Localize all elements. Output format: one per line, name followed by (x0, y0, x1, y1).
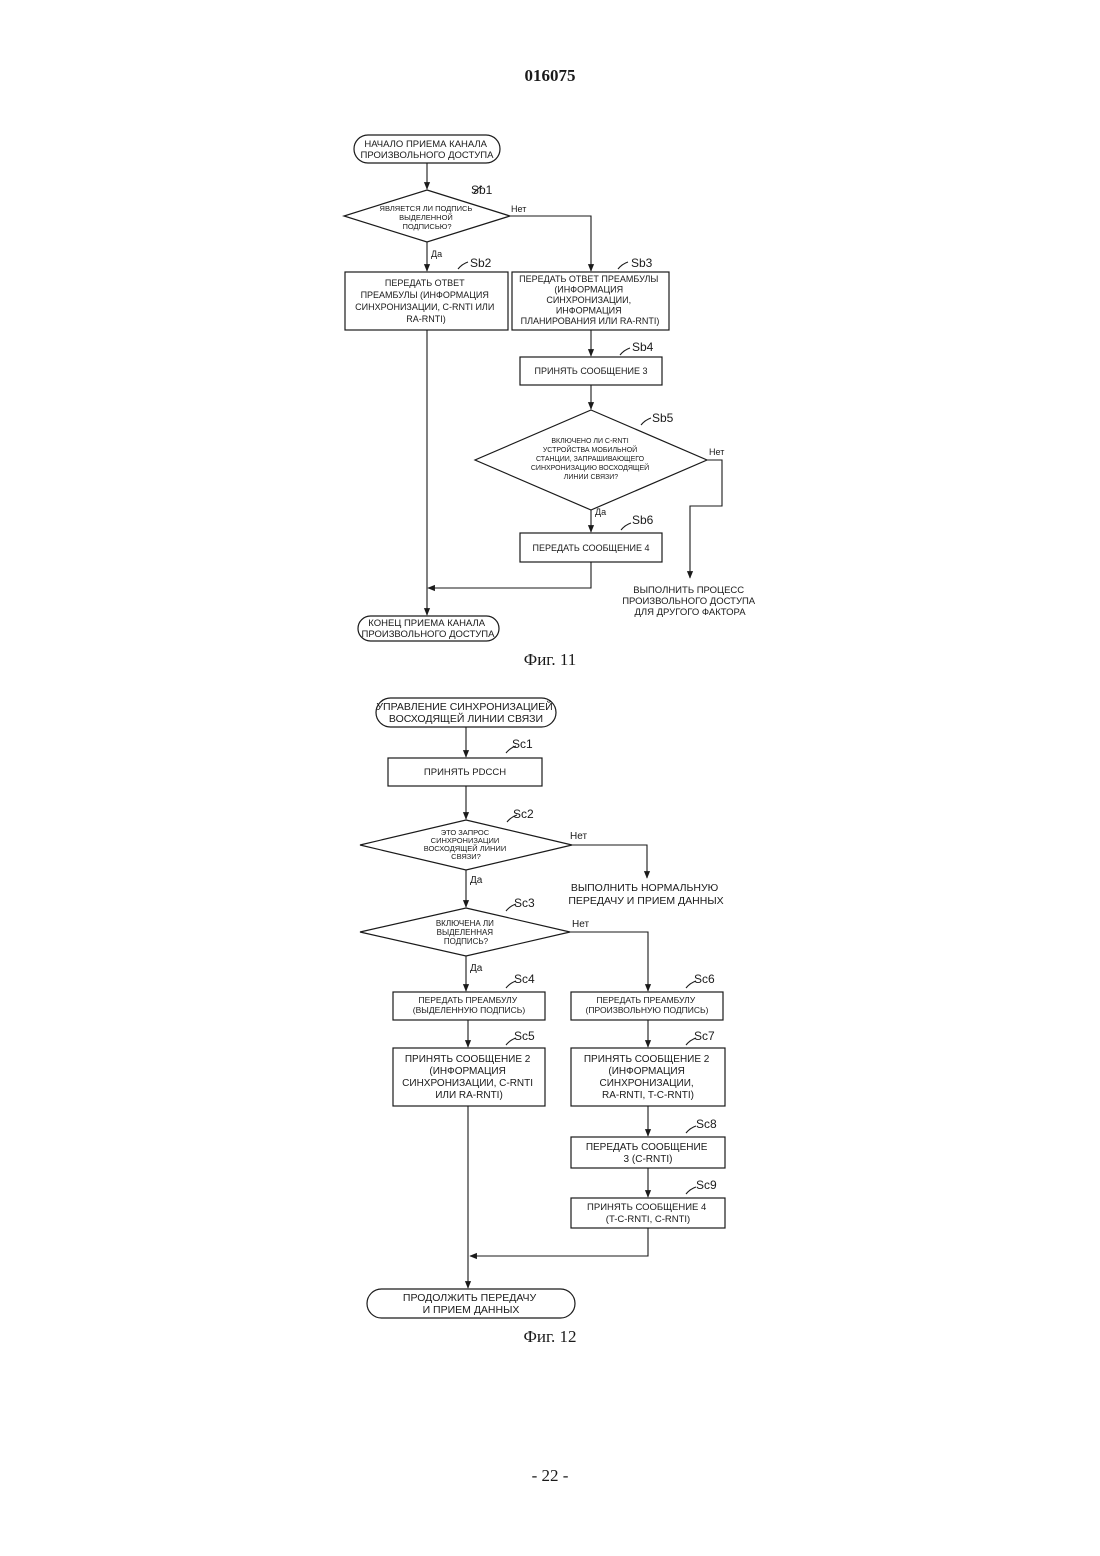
fig11-start-text: НАЧАЛО ПРИЕМА КАНАЛА ПРОИЗВОЛЬНОГО ДОСТУ… (361, 139, 495, 161)
fig12-sc4-label: Sc4 (514, 972, 535, 986)
fig12-diagram: УПРАВЛЕНИЕ СИНХРОНИЗАЦИЕЙ ВОСХОДЯЩЕЙ ЛИН… (360, 698, 725, 1318)
fig11-sb5-label: Sb5 (652, 411, 674, 425)
fig12-sc6-text: ПЕРЕДАТЬ ПРЕАМБУЛУ (ПРОИЗВОЛЬНУЮ ПОДПИСЬ… (586, 995, 709, 1015)
fig11-sb1-label: Sb1 (471, 183, 493, 197)
fig11-sb6-text: ПЕРЕДАТЬ СООБЩЕНИЕ 4 (533, 543, 650, 553)
fig12-sc7-label: Sc7 (694, 1029, 715, 1043)
fig12-sc7-text: ПРИНЯТЬ СООБЩЕНИЕ 2 (ИНФОРМАЦИЯ СИНХРОНИ… (584, 1054, 712, 1101)
fig11-sb4-text: ПРИНЯТЬ СООБЩЕНИЕ 3 (535, 366, 648, 376)
fig11-caption: Фиг. 11 (0, 650, 1100, 670)
fig12-sc8-label: Sc8 (696, 1117, 717, 1131)
fig12-sc2-label: Sc2 (513, 807, 534, 821)
fig11-sb4-label: Sb4 (632, 340, 654, 354)
fig11-diagram: НАЧАЛО ПРИЕМА КАНАЛА ПРОИЗВОЛЬНОГО ДОСТУ… (344, 135, 758, 641)
fig11-sb5-yes: Да (595, 507, 606, 517)
fig12-sc2-no: Нет (570, 831, 587, 842)
fig12-sc3-no: Нет (572, 919, 589, 930)
fig12-sc1-text: ПРИНЯТЬ PDCCH (424, 767, 506, 778)
fig12-start-text: УПРАВЛЕНИЕ СИНХРОНИЗАЦИЕЙ ВОСХОДЯЩЕЙ ЛИН… (376, 700, 555, 725)
fig11-sb2-label: Sb2 (470, 256, 492, 270)
fig11-other-process-text: ВЫПОЛНИТЬ ПРОЦЕСС ПРОИЗВОЛЬНОГО ДОСТУПА … (622, 585, 758, 618)
fig11-sb5-no: Нет (709, 447, 724, 457)
fig12-caption: Фиг. 12 (0, 1327, 1100, 1347)
fig12-sc4-text: ПЕРЕДАТЬ ПРЕАМБУЛУ (ВЫДЕЛЕННУЮ ПОДПИСЬ) (413, 995, 526, 1015)
fig12-sc2-yes: Да (470, 875, 483, 886)
fig12-sc9-label: Sc9 (696, 1178, 717, 1192)
fig11-sb6-label: Sb6 (632, 513, 654, 527)
fig11-sb3-label: Sb3 (631, 256, 653, 270)
fig12-sc5-label: Sc5 (514, 1029, 535, 1043)
fig12-sc3-label: Sc3 (514, 896, 535, 910)
fig12-sc3-yes: Да (470, 963, 483, 974)
fig12-normal-text: ВЫПОЛНИТЬ НОРМАЛЬНУЮ ПЕРЕДАЧУ И ПРИЕМ ДА… (568, 882, 723, 907)
fig12-end-text: ПРОДОЛЖИТЬ ПЕРЕДАЧУ И ПРИЕМ ДАННЫХ (403, 1292, 539, 1316)
fig12-sc3-text: ВКЛЮЧЕНА ЛИ ВЫДЕЛЕННАЯ ПОДПИСЬ? (436, 919, 496, 946)
fig12-sc6-label: Sc6 (694, 972, 715, 986)
fig12-sc1-label: Sc1 (512, 737, 533, 751)
fig11-end-text: КОНЕЦ ПРИЕМА КАНАЛА ПРОИЗВОЛЬНОГО ДОСТУП… (362, 618, 496, 640)
fig11-sb1-yes: Да (431, 249, 442, 259)
fig11-sb1-no: Нет (511, 204, 526, 214)
page-footer-number: - 22 - (0, 1466, 1100, 1486)
